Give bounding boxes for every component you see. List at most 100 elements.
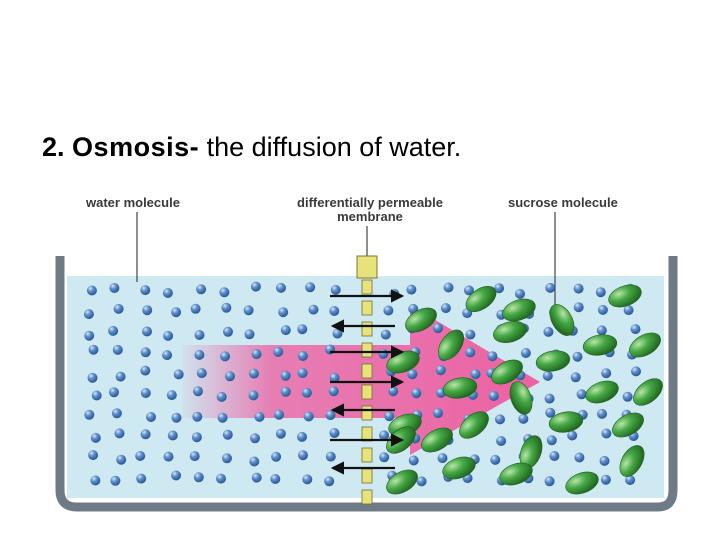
water-molecule bbox=[112, 408, 122, 418]
water-molecule bbox=[378, 349, 388, 359]
water-molecule bbox=[190, 451, 200, 461]
water-molecule bbox=[140, 366, 150, 376]
water-molecule bbox=[574, 453, 584, 463]
water-molecule bbox=[140, 285, 150, 295]
water-molecule bbox=[543, 371, 553, 381]
membrane-segment bbox=[362, 490, 372, 504]
water-molecule bbox=[163, 331, 173, 341]
water-molecule bbox=[245, 329, 255, 339]
water-molecule bbox=[304, 412, 314, 422]
water-molecule bbox=[381, 330, 391, 340]
water-molecule bbox=[330, 428, 340, 438]
water-molecule bbox=[276, 429, 286, 439]
water-molecule bbox=[438, 453, 448, 463]
water-molecule bbox=[441, 303, 451, 313]
water-molecule bbox=[545, 394, 555, 404]
water-molecule bbox=[417, 476, 427, 486]
membrane-segment bbox=[362, 448, 372, 462]
water-molecule bbox=[597, 325, 607, 335]
water-molecule bbox=[223, 430, 233, 440]
water-molecule bbox=[89, 345, 99, 355]
water-molecule bbox=[88, 373, 98, 383]
water-molecule bbox=[490, 455, 500, 465]
water-molecule bbox=[244, 305, 254, 315]
water-molecule bbox=[302, 388, 312, 398]
water-molecule bbox=[471, 369, 481, 379]
membrane-segment bbox=[362, 343, 372, 357]
water-molecule bbox=[281, 371, 291, 381]
water-molecule bbox=[596, 287, 606, 297]
water-molecule bbox=[249, 457, 259, 467]
water-molecule bbox=[223, 327, 233, 337]
water-molecule bbox=[197, 368, 207, 378]
water-molecule bbox=[217, 392, 227, 402]
water-molecule bbox=[271, 452, 281, 462]
water-molecule bbox=[623, 392, 633, 402]
water-molecule bbox=[601, 475, 611, 485]
water-molecule bbox=[87, 286, 97, 296]
water-molecule bbox=[142, 305, 152, 315]
water-molecule bbox=[249, 390, 259, 400]
water-molecule bbox=[219, 287, 229, 297]
water-molecule bbox=[171, 307, 181, 317]
water-molecule bbox=[167, 390, 177, 400]
water-molecule bbox=[383, 306, 393, 316]
water-molecule bbox=[109, 387, 119, 397]
water-molecule bbox=[164, 452, 174, 462]
water-molecule bbox=[141, 388, 151, 398]
water-molecule bbox=[193, 386, 203, 396]
water-molecule bbox=[136, 474, 146, 484]
water-molecule bbox=[379, 452, 389, 462]
water-molecule bbox=[487, 351, 497, 361]
water-molecule bbox=[324, 476, 334, 486]
water-molecule bbox=[114, 304, 124, 314]
water-molecule bbox=[465, 330, 475, 340]
water-molecule bbox=[329, 306, 339, 316]
membrane-segment bbox=[362, 301, 372, 315]
water-molecule bbox=[406, 285, 416, 295]
water-molecule bbox=[326, 410, 336, 420]
water-molecule bbox=[389, 289, 399, 299]
water-molecule bbox=[88, 450, 98, 460]
water-molecule bbox=[281, 387, 291, 397]
water-molecule bbox=[109, 283, 119, 293]
water-molecule bbox=[489, 391, 499, 401]
water-molecule bbox=[146, 412, 156, 422]
water-molecule bbox=[174, 369, 184, 379]
water-molecule bbox=[433, 323, 443, 333]
water-molecule bbox=[274, 410, 284, 420]
water-molecule bbox=[141, 347, 151, 357]
water-molecule bbox=[573, 352, 583, 362]
water-molecule bbox=[521, 348, 531, 358]
water-molecule bbox=[168, 431, 178, 441]
water-molecule bbox=[135, 451, 145, 461]
water-molecule bbox=[90, 476, 100, 486]
water-molecule bbox=[601, 429, 611, 439]
water-molecule bbox=[384, 411, 394, 421]
water-molecule bbox=[225, 371, 235, 381]
water-molecule bbox=[115, 428, 125, 438]
water-molecule bbox=[191, 304, 201, 314]
water-molecule bbox=[108, 326, 118, 336]
water-molecule bbox=[281, 325, 291, 335]
water-molecule bbox=[142, 327, 152, 337]
water-molecule bbox=[196, 284, 206, 294]
water-molecule bbox=[326, 452, 336, 462]
water-molecule bbox=[252, 349, 262, 359]
membrane-segment bbox=[362, 280, 372, 294]
water-molecule bbox=[172, 413, 182, 423]
water-molecule bbox=[302, 474, 312, 484]
water-molecule bbox=[388, 386, 398, 396]
water-molecule bbox=[298, 450, 308, 460]
water-molecule bbox=[216, 474, 226, 484]
water-molecule bbox=[84, 309, 94, 319]
water-molecule bbox=[84, 331, 94, 341]
water-molecule bbox=[220, 351, 230, 361]
water-molecule bbox=[543, 327, 553, 337]
water-molecule bbox=[162, 350, 172, 360]
water-molecule bbox=[194, 350, 204, 360]
water-molecule bbox=[163, 288, 173, 298]
membrane-segment bbox=[362, 364, 372, 378]
water-molecule bbox=[110, 476, 120, 486]
